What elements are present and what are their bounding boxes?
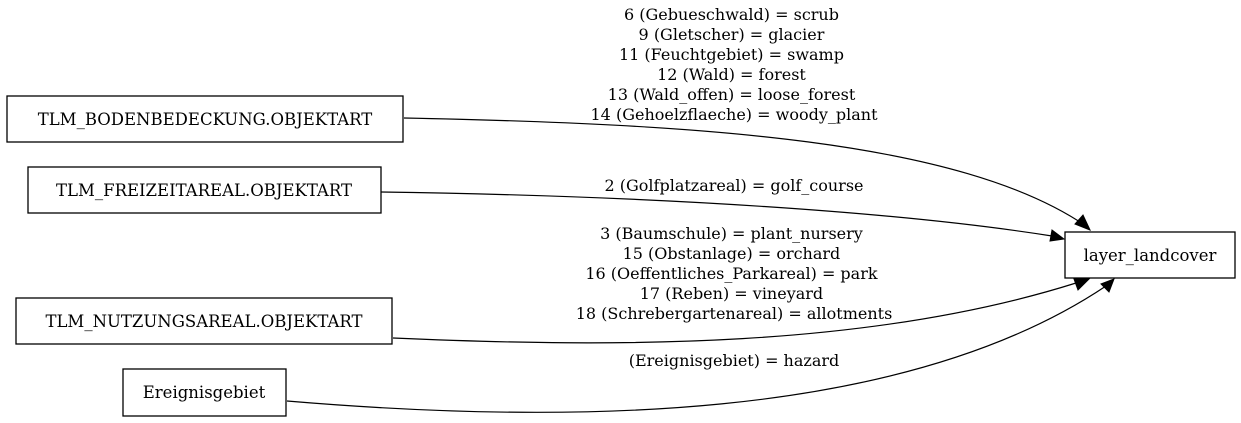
node-box (122, 368, 287, 417)
edge-label-line: 15 (Obstanlage) = orchard (623, 244, 841, 263)
edge-label-line: 11 (Feuchtgebiet) = swamp (619, 45, 844, 64)
edge-ereignisgebiet (286, 278, 1115, 413)
node-label: TLM_NUTZUNGSAREAL.OBJEKTART (45, 312, 362, 331)
edge-line-nutzungsareal (392, 282, 1077, 344)
node-nutzungsareal[interactable]: TLM_NUTZUNGSAREAL.OBJEKTART (15, 297, 393, 345)
edge-label-line: (Ereignisgebiet) = hazard (629, 351, 840, 370)
edge-bodenbedeckung (403, 117, 1091, 231)
edge-label-nutzungsareal: 3 (Baumschule) = plant_nursery 15 (Obsta… (576, 224, 893, 323)
node-box (27, 166, 382, 214)
edge-label-line: 2 (Golfplatzareal) = golf_course (605, 176, 864, 195)
edge-label-line: 17 (Reben) = vineyard (640, 284, 823, 303)
edge-label-line: 9 (Gletscher) = glacier (639, 25, 825, 44)
edge-label-ereignisgebiet: (Ereignisgebiet) = hazard (629, 351, 840, 370)
arrow-head-ereignisgebiet (1100, 278, 1115, 293)
arrow-head-nutzungsareal (1073, 278, 1091, 291)
arrow-head-bodenbedeckung (1074, 214, 1091, 231)
edge-line-bodenbedeckung (403, 117, 1087, 227)
node-freizeitareal[interactable]: TLM_FREIZEITAREAL.OBJEKTART (27, 166, 382, 214)
edge-label-line: 3 (Baumschule) = plant_nursery (600, 224, 863, 243)
edge-label-line: 13 (Wald_offen) = loose_forest (608, 85, 856, 104)
edge-label-line: 18 (Schrebergartenareal) = allotments (576, 304, 893, 323)
edge-nutzungsareal (392, 278, 1091, 344)
edge-label-line: 12 (Wald) = forest (657, 65, 806, 84)
edge-label-line: 16 (Oeffentliches_Parkareal) = park (585, 264, 878, 283)
arrow-head-freizeitareal (1049, 229, 1066, 242)
edge-label-line: 6 (Gebueschwald) = scrub (624, 5, 839, 24)
edge-line-freizeitareal (380, 191, 1053, 237)
node-label: TLM_FREIZEITAREAL.OBJEKTART (56, 181, 352, 200)
edge-label-freizeitareal: 2 (Golfplatzareal) = golf_course (605, 176, 864, 195)
edge-label-bodenbedeckung: 6 (Gebueschwald) = scrub 9 (Gletscher) =… (591, 5, 879, 124)
node-layer-landcover[interactable]: layer_landcover (1064, 231, 1236, 279)
node-label: layer_landcover (1084, 246, 1217, 265)
edge-line-ereignisgebiet (286, 285, 1107, 413)
edge-label-line: 14 (Gehoelzflaeche) = woody_plant (591, 105, 879, 124)
node-label: Ereignisgebiet (143, 383, 266, 402)
node-box (6, 95, 404, 143)
node-box (15, 297, 393, 345)
edge-freizeitareal (380, 191, 1066, 242)
node-bodenbedeckung[interactable]: TLM_BODENBEDECKUNG.OBJEKTART (6, 95, 404, 143)
node-label: TLM_BODENBEDECKUNG.OBJEKTART (38, 110, 373, 129)
node-ereignisgebiet[interactable]: Ereignisgebiet (122, 368, 287, 417)
node-box (1064, 231, 1236, 279)
